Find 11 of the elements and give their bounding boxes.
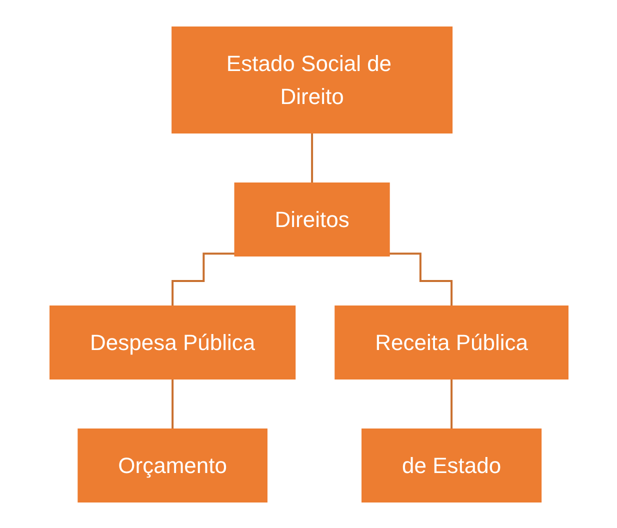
node-box: Direitos	[234, 182, 390, 256]
node-box: Orçamento	[77, 428, 267, 502]
connector	[310, 132, 313, 184]
node-box: Receita Pública	[334, 305, 568, 379]
connector	[171, 252, 234, 306]
connector	[450, 378, 452, 430]
node-box: Estado Social de Direito	[171, 26, 452, 133]
connector	[171, 378, 174, 430]
node-box: de Estado	[361, 428, 542, 502]
connector	[388, 252, 452, 306]
node-box: Despesa Pública	[49, 305, 296, 379]
